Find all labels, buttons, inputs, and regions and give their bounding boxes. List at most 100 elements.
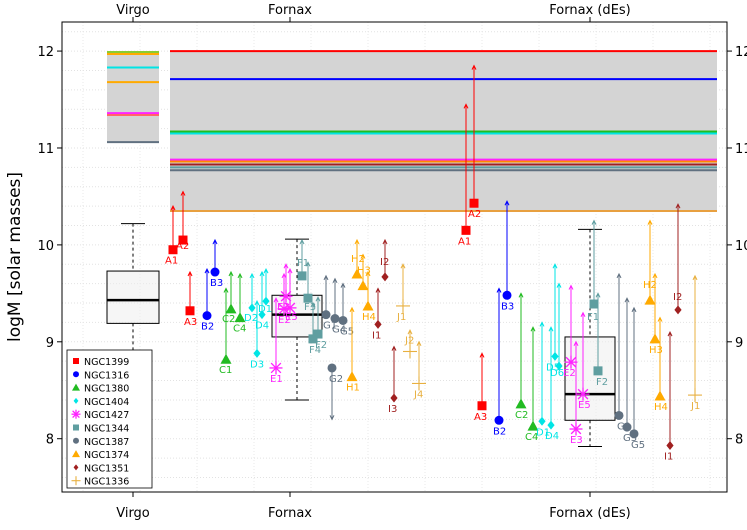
y-tick-label-right: 9 <box>735 336 743 351</box>
legend-label: NGC1387 <box>84 437 129 448</box>
point-label: B3 <box>210 278 223 289</box>
data-points: A1A2A3B3B2C2C1C4D2D3D4D1E2E1E3E5F1F3F4F2… <box>165 64 702 462</box>
point-label: D3 <box>250 359 264 370</box>
legend-marker <box>73 358 79 364</box>
point-label: E5 <box>578 400 591 411</box>
point-marker <box>225 303 237 314</box>
point-label: E3 <box>277 302 290 313</box>
arrow-head <box>400 263 406 269</box>
point-marker <box>654 390 666 401</box>
arrow-head <box>375 287 381 293</box>
data-point-e2: E2 <box>277 272 291 326</box>
point-marker <box>338 315 348 325</box>
data-point-a3: A3 <box>184 270 197 328</box>
data-point-i2: I2 <box>380 238 389 282</box>
point-label: D5 <box>546 362 560 373</box>
data-point-i1: I1 <box>664 330 674 462</box>
data-point-h2: H2 <box>643 219 657 305</box>
arrow-head <box>479 352 485 358</box>
point-marker <box>589 299 599 309</box>
legend-entry-ngc1427: NGC1427 <box>71 409 129 421</box>
point-marker <box>674 305 682 315</box>
point-label: I1 <box>372 330 381 341</box>
data-point-e5: E5 <box>576 311 591 411</box>
point-marker <box>629 429 639 439</box>
arrow-head <box>273 297 279 303</box>
data-point-g5: G5 <box>629 306 645 451</box>
point-marker <box>210 267 220 277</box>
point-label: B2 <box>493 426 506 437</box>
y-tick-label-right: 10 <box>735 239 747 254</box>
point-marker <box>362 300 374 311</box>
legend-marker <box>71 409 81 419</box>
point-marker <box>555 361 563 371</box>
data-point-f1: F1 <box>587 219 599 323</box>
point-label: H3 <box>357 266 371 277</box>
point-label: E3 <box>570 435 583 446</box>
arrow-head <box>407 329 413 335</box>
point-label: I2 <box>380 257 389 268</box>
y-tick-label: 8 <box>46 433 54 448</box>
y-tick-label: 10 <box>37 239 54 254</box>
arrow-head <box>354 238 360 245</box>
point-label: F4 <box>309 345 321 356</box>
data-point-g5: G5 <box>338 282 354 337</box>
data-point-e1: E1 <box>269 297 283 385</box>
point-label: E2 <box>563 368 576 379</box>
point-marker <box>234 312 246 323</box>
arrow-head <box>305 261 311 267</box>
arrow-head <box>365 270 371 277</box>
point-label: I2 <box>673 292 682 303</box>
point-label: C4 <box>233 324 246 335</box>
legend-marker <box>73 371 79 378</box>
point-marker <box>527 420 539 431</box>
data-point-b2: B2 <box>493 287 506 437</box>
arrow-head <box>580 311 586 317</box>
point-marker <box>321 310 331 320</box>
point-label: A3 <box>184 317 197 328</box>
data-point-e2: E2 <box>563 284 578 379</box>
legend-label: NGC1380 <box>84 384 129 395</box>
data-point-j4: J4 <box>412 340 426 400</box>
x-tick-label-top: Virgo <box>116 3 150 18</box>
arrow-head <box>624 297 630 303</box>
point-marker <box>666 440 674 450</box>
data-point-d2: D2 <box>244 272 258 324</box>
point-label: A2 <box>468 209 481 220</box>
data-point-i2: I2 <box>673 203 682 315</box>
data-point-d5: D5 <box>546 263 560 373</box>
point-marker <box>185 306 195 316</box>
point-label: D4 <box>255 321 269 332</box>
arrow-head <box>416 340 422 347</box>
point-label: G5 <box>340 326 354 337</box>
data-point-a2: A2 <box>468 64 481 220</box>
legend-marker <box>73 424 79 431</box>
virgo-mass-band <box>107 52 159 143</box>
legend-label: NGC1427 <box>84 410 129 421</box>
arrow-head <box>471 64 477 70</box>
point-label: G4 <box>332 325 346 336</box>
mass-bands <box>107 50 717 212</box>
point-marker <box>688 388 702 403</box>
legend-entry-ngc1336: NGC1336 <box>71 476 129 488</box>
arrow-head <box>329 415 335 421</box>
legend-entry-ngc1404: NGC1404 <box>73 397 129 408</box>
legend-label: NGC1336 <box>84 477 129 488</box>
point-marker <box>614 410 624 420</box>
box-plots <box>106 223 616 447</box>
point-marker <box>303 293 313 303</box>
arrow-head <box>310 301 316 308</box>
point-label: E1 <box>270 374 283 385</box>
y-tick-label: 11 <box>37 142 54 157</box>
legend-label: NGC1344 <box>84 424 129 435</box>
point-marker <box>220 353 232 364</box>
point-label: G3 <box>623 433 637 444</box>
point-label: D1 <box>536 427 550 438</box>
arrow-head <box>299 238 305 245</box>
data-point-c1: C1 <box>219 287 232 376</box>
data-point-h2: H2 <box>351 238 365 279</box>
point-marker <box>351 268 363 279</box>
point-marker <box>622 422 632 432</box>
data-point-c4: C4 <box>525 326 539 443</box>
point-marker <box>644 294 656 305</box>
